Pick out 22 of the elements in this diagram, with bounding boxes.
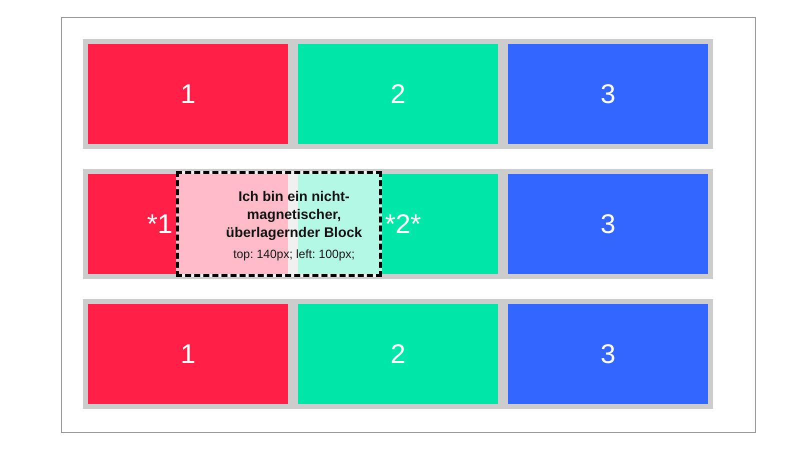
block-number: 2 (390, 339, 406, 369)
flex-item-block (298, 304, 498, 404)
flex-item-block (508, 304, 708, 404)
row-panel (83, 39, 713, 149)
flex-item-block (508, 44, 708, 144)
flex-item-block (88, 304, 288, 404)
block-number: *1 (147, 209, 173, 239)
block-number: 3 (600, 209, 616, 239)
block-number: 3 (600, 79, 616, 109)
flex-item-block (298, 44, 498, 144)
block-number: 1 (180, 339, 196, 369)
flex-item-block (508, 174, 708, 274)
flex-item-block (88, 44, 288, 144)
row-panel (83, 169, 713, 279)
position-note: top: 140px; left: 100px; (233, 246, 355, 262)
row-panel (83, 299, 713, 409)
block-number: 2 (390, 79, 406, 109)
overlay-block (176, 171, 382, 277)
overlay-heading: Ich bin ein nicht-magnetischer, überlagernder Block (224, 186, 364, 240)
block-number: 1 (180, 79, 196, 109)
block-number: *2* (385, 209, 422, 239)
block-number: 3 (600, 339, 616, 369)
